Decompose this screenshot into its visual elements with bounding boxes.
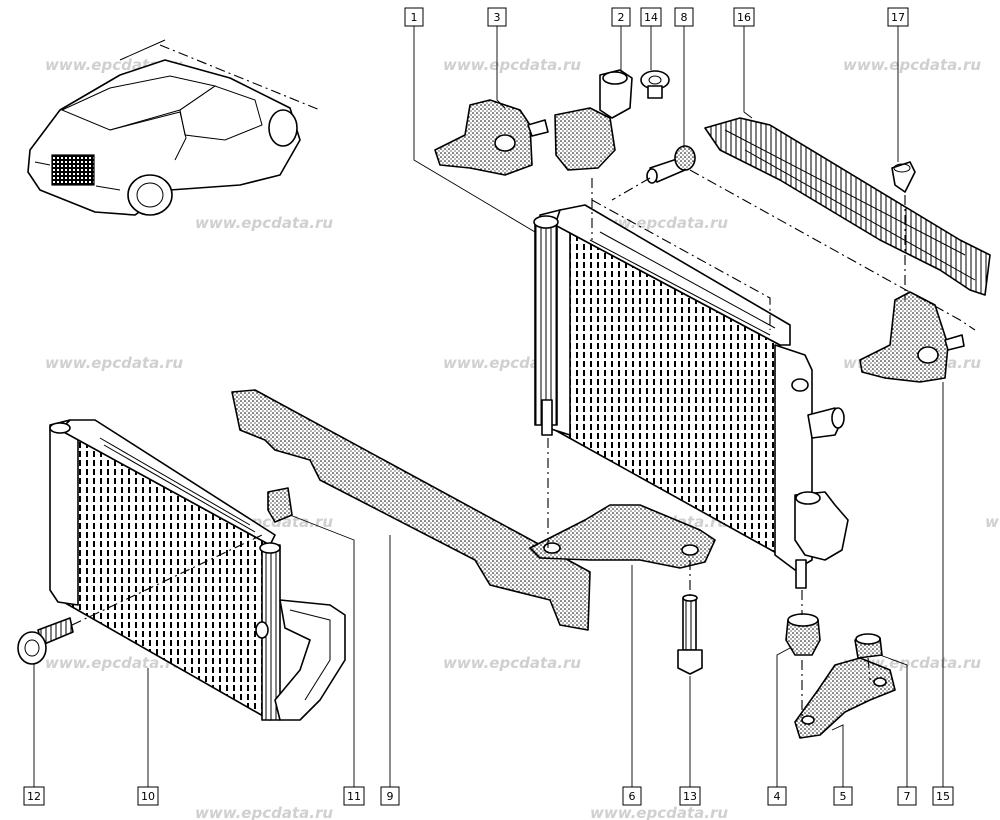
callout-label: 10 — [141, 790, 155, 803]
callout-label: 6 — [629, 790, 636, 803]
bolt-13 — [677, 594, 703, 675]
condenser — [49, 419, 346, 721]
callout-5: 5 — [833, 786, 853, 806]
seal-strip — [231, 389, 591, 631]
callout-label: 5 — [840, 790, 847, 803]
hose-connector — [554, 69, 633, 171]
air-deflector-upper — [704, 117, 991, 296]
callout-14: 14 — [640, 7, 662, 27]
callouts: 1 3 2 14 8 16 17 12 10 11 9 6 13 4 5 7 1… — [23, 7, 954, 806]
callout-11: 11 — [343, 786, 365, 806]
bush-4 — [785, 613, 821, 656]
watermark: www.epcdata.ru — [45, 654, 183, 672]
watermark: www.epcdata.ru — [443, 56, 581, 74]
callout-label: 16 — [737, 11, 751, 24]
callout-4: 4 — [767, 786, 787, 806]
grommet-14 — [640, 70, 670, 99]
callout-label: 13 — [683, 790, 697, 803]
callout-6: 6 — [622, 786, 642, 806]
clip-11 — [267, 487, 293, 523]
watermark: www.epcdata.ru — [45, 354, 183, 372]
watermark: www.epcdata.ru — [843, 56, 981, 74]
callout-label: 9 — [387, 790, 394, 803]
bolt-12 — [17, 617, 74, 665]
watermark: www.epcdata.ru — [443, 654, 581, 672]
clip-17 — [891, 161, 916, 193]
watermark: www.epcdata.ru — [195, 214, 333, 232]
callout-9: 9 — [380, 786, 400, 806]
callout-label: 3 — [494, 11, 501, 24]
callout-label: 11 — [347, 790, 361, 803]
callout-17: 17 — [887, 7, 909, 27]
radiator-grille-highlight — [51, 154, 95, 186]
callout-13: 13 — [679, 786, 701, 806]
callout-label: 17 — [891, 11, 905, 24]
callout-15: 15 — [932, 786, 954, 806]
callout-2: 2 — [611, 7, 631, 27]
vehicle-location-sketch — [27, 39, 321, 216]
callout-label: 8 — [681, 11, 688, 24]
callout-3: 3 — [487, 7, 507, 27]
watermark: www.epcdata.ru — [195, 804, 333, 820]
watermark: www.epcdata.ru — [590, 804, 728, 820]
callout-label: 1 — [411, 11, 418, 24]
pin-8 — [646, 145, 696, 184]
leader-lines — [33, 26, 944, 787]
callout-1: 1 — [404, 7, 424, 27]
callout-8: 8 — [674, 7, 694, 27]
callout-label: 2 — [618, 11, 625, 24]
callout-10: 10 — [137, 786, 159, 806]
callout-16: 16 — [733, 7, 755, 27]
callout-label: 14 — [644, 11, 658, 24]
radiator-main — [533, 204, 849, 589]
callout-7: 7 — [897, 786, 917, 806]
bracket-right — [859, 291, 965, 383]
bracket-upper-left — [434, 99, 549, 176]
watermark: www.epcdata.ru — [985, 513, 1000, 531]
nut-7 — [854, 633, 883, 659]
callout-label: 4 — [774, 790, 781, 803]
callout-label: 7 — [904, 790, 911, 803]
callout-12: 12 — [23, 786, 45, 806]
callout-label: 15 — [936, 790, 950, 803]
lower-support-right — [794, 657, 896, 739]
assembly-lines — [71, 169, 976, 718]
callout-label: 12 — [27, 790, 41, 803]
